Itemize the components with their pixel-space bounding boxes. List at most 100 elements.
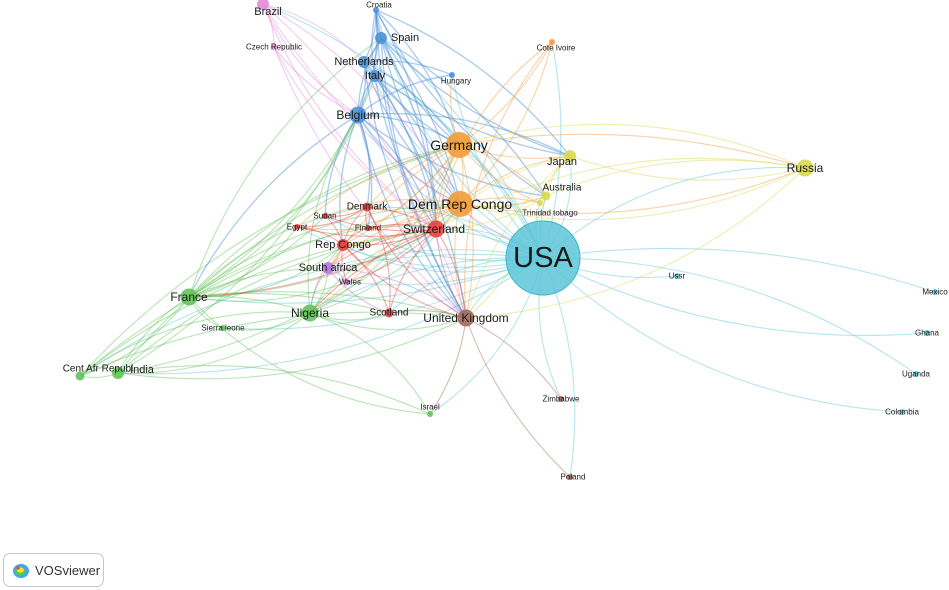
link-nigeria-sierra_leone <box>222 312 311 331</box>
node-india[interactable] <box>112 367 124 379</box>
node-hungary[interactable] <box>449 72 455 78</box>
link-uk-switzerland <box>435 228 467 319</box>
link-belgium-drc <box>357 114 461 205</box>
node-ussr[interactable] <box>674 273 680 279</box>
link-italy-switzerland <box>374 75 437 230</box>
link-netherlands-uk <box>363 61 467 319</box>
node-japan[interactable] <box>564 150 576 162</box>
node-germany[interactable] <box>446 132 472 158</box>
node-netherlands[interactable] <box>358 56 370 68</box>
node-croatia[interactable] <box>373 7 379 13</box>
label-netherlands: Netherlands <box>334 56 394 68</box>
node-italy[interactable] <box>369 70 381 82</box>
node-czech[interactable] <box>271 44 277 50</box>
link-australia-switzerland <box>435 195 547 230</box>
link-cote_ivoire-uk <box>464 41 553 319</box>
link-nigeria-belgium <box>307 114 359 314</box>
node-mexico[interactable] <box>932 289 938 295</box>
link-netherlands-hungary <box>363 60 453 76</box>
node-australia[interactable] <box>541 191 551 201</box>
link-france-germany <box>188 144 460 298</box>
label-cent_afr: Cent Afr Republ <box>63 364 134 375</box>
node-denmark[interactable] <box>362 202 372 212</box>
link-switzerland-wales <box>346 228 437 283</box>
node-belgium[interactable] <box>349 106 367 124</box>
link-south_africa-scotland <box>327 267 390 314</box>
link-nigeria-cent_afr <box>79 311 311 377</box>
link-drc-cote_ivoire <box>459 41 553 205</box>
link-brazil-switzerland <box>262 3 437 230</box>
link-usa-uganda <box>542 257 917 375</box>
node-ghana[interactable] <box>924 330 930 336</box>
vosviewer-badge[interactable]: VOSviewer <box>3 553 104 587</box>
link-netherlands-germany <box>363 61 460 146</box>
link-nigeria-drc <box>309 203 461 314</box>
node-nigeria[interactable] <box>301 304 319 322</box>
label-czech: Czech Republic <box>246 43 302 52</box>
link-belgium-switzerland <box>357 114 437 230</box>
link-spain-drc <box>380 37 461 205</box>
node-trinidad[interactable] <box>537 200 543 206</box>
node-usa[interactable] <box>505 220 581 296</box>
link-brazil-uk <box>262 3 467 319</box>
link-france-rep_congo <box>188 244 344 298</box>
label-israel: Israel <box>420 403 440 412</box>
label-russia: Russia <box>787 161 824 175</box>
link-switzerland-uk <box>435 228 467 319</box>
node-poland[interactable] <box>567 474 573 480</box>
node-rep_congo[interactable] <box>337 239 349 251</box>
node-cent_afr[interactable] <box>75 371 85 381</box>
link-italy-uk <box>374 75 467 319</box>
link-italy-japan <box>374 75 571 157</box>
link-nigeria-uk <box>309 312 467 331</box>
link-france-india <box>117 296 190 374</box>
node-cote_ivoire[interactable] <box>549 39 555 45</box>
node-sierra_leone[interactable] <box>220 325 226 331</box>
node-sudan[interactable] <box>322 213 328 219</box>
node-finland[interactable] <box>365 225 371 231</box>
node-brazil[interactable] <box>257 0 269 10</box>
link-nigeria-switzerland <box>309 228 437 314</box>
label-scotland: Scotland <box>370 308 409 319</box>
node-zimbabwe[interactable] <box>558 396 564 402</box>
label-egypt: Egypt <box>287 223 308 232</box>
link-switzerland-south_africa <box>327 228 437 269</box>
node-switzerland[interactable] <box>427 220 445 238</box>
link-brazil-netherlands <box>262 3 365 63</box>
link-drc-rep_congo <box>342 203 461 246</box>
link-germany-russia <box>458 133 806 169</box>
node-colombia[interactable] <box>899 409 905 415</box>
label-brazil: Brazil <box>254 6 282 18</box>
link-france-scotland <box>188 292 390 314</box>
node-uganda[interactable] <box>913 371 919 377</box>
link-usa-ghana <box>542 257 928 337</box>
node-drc[interactable] <box>447 191 473 217</box>
link-drc-sudan <box>324 199 461 217</box>
node-scotland[interactable] <box>384 308 394 318</box>
node-south_africa[interactable] <box>322 262 334 274</box>
link-usa-india <box>117 257 544 375</box>
node-russia[interactable] <box>796 159 814 177</box>
node-spain[interactable] <box>375 32 387 44</box>
node-egypt[interactable] <box>294 224 300 230</box>
node-france[interactable] <box>180 288 198 306</box>
link-south_africa-uk <box>327 267 467 319</box>
node-uk[interactable] <box>457 309 475 327</box>
label-belgium: Belgium <box>336 108 379 122</box>
node-layer <box>75 0 938 480</box>
label-hungary: Hungary <box>441 77 471 86</box>
link-czech-uk <box>273 46 467 319</box>
link-italy-drc <box>374 75 461 205</box>
label-denmark: Denmark <box>347 202 389 213</box>
link-france-south_africa <box>188 267 329 298</box>
link-france-sudan <box>188 215 326 298</box>
label-mexico: Mexico <box>922 288 948 297</box>
link-brazil-usa <box>262 3 544 259</box>
link-france-denmark <box>188 206 368 298</box>
node-israel[interactable] <box>427 411 433 417</box>
node-wales[interactable] <box>344 279 350 285</box>
link-switzerland-sudan <box>324 215 437 232</box>
link-uk-zimbabwe <box>465 317 562 400</box>
vosviewer-logo-icon <box>13 564 29 578</box>
